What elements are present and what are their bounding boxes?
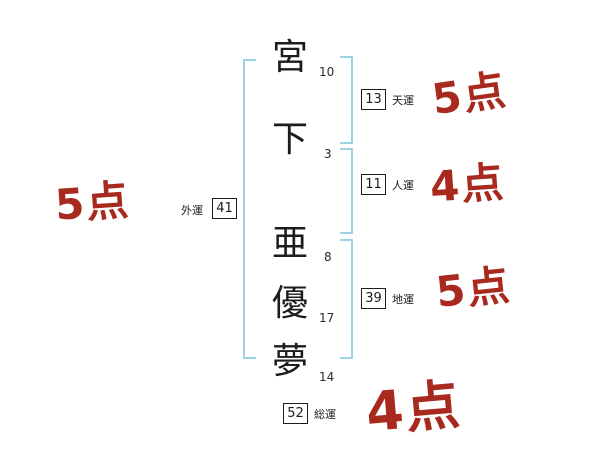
heaven-bracket-bottom-tick bbox=[340, 142, 353, 144]
stroke-count-3: 8 bbox=[324, 250, 332, 264]
person-luck-label: 人運 bbox=[392, 179, 414, 192]
outer-bracket-top-tick bbox=[243, 59, 256, 61]
stroke-count-1: 10 bbox=[319, 65, 335, 79]
name-char-2: 下 bbox=[272, 119, 309, 160]
person-luck-box: 11 bbox=[361, 174, 386, 195]
heaven-luck-box: 13 bbox=[361, 89, 386, 110]
earth-bracket-top-tick bbox=[340, 239, 353, 241]
score-outer-luck: 5点 bbox=[53, 175, 132, 230]
earth-bracket-bottom-tick bbox=[340, 357, 353, 359]
outer-luck-label: 外運 bbox=[181, 204, 203, 217]
person-bracket-top-tick bbox=[340, 148, 353, 150]
total-luck-label: 総運 bbox=[314, 408, 336, 421]
heaven-bracket-top-tick bbox=[340, 56, 353, 58]
earth-luck-box: 39 bbox=[361, 288, 386, 309]
outer-bracket-bottom-tick bbox=[243, 357, 256, 359]
name-char-4: 優 bbox=[272, 283, 309, 324]
score-person-luck: 4点 bbox=[428, 157, 507, 212]
outer-luck-box: 41 bbox=[212, 198, 237, 219]
stroke-count-4: 17 bbox=[319, 311, 335, 325]
person-bracket-line bbox=[351, 148, 353, 234]
outer-bracket-line bbox=[243, 59, 245, 359]
heaven-luck-label: 天運 bbox=[392, 94, 414, 107]
name-char-3: 亜 bbox=[272, 223, 309, 264]
person-bracket-bottom-tick bbox=[340, 232, 353, 234]
name-char-1: 宮 bbox=[272, 37, 309, 78]
score-earth-luck: 5点 bbox=[433, 260, 514, 317]
score-total-luck: 4点 bbox=[363, 372, 465, 445]
total-luck-box: 52 bbox=[283, 403, 308, 424]
name-char-5: 夢 bbox=[272, 341, 309, 382]
heaven-bracket-line bbox=[351, 56, 353, 144]
stroke-count-2: 3 bbox=[324, 147, 332, 161]
earth-bracket-line bbox=[351, 239, 353, 359]
score-heaven-luck: 5点 bbox=[428, 65, 511, 125]
earth-luck-label: 地運 bbox=[392, 293, 414, 306]
stroke-count-5: 14 bbox=[319, 370, 335, 384]
